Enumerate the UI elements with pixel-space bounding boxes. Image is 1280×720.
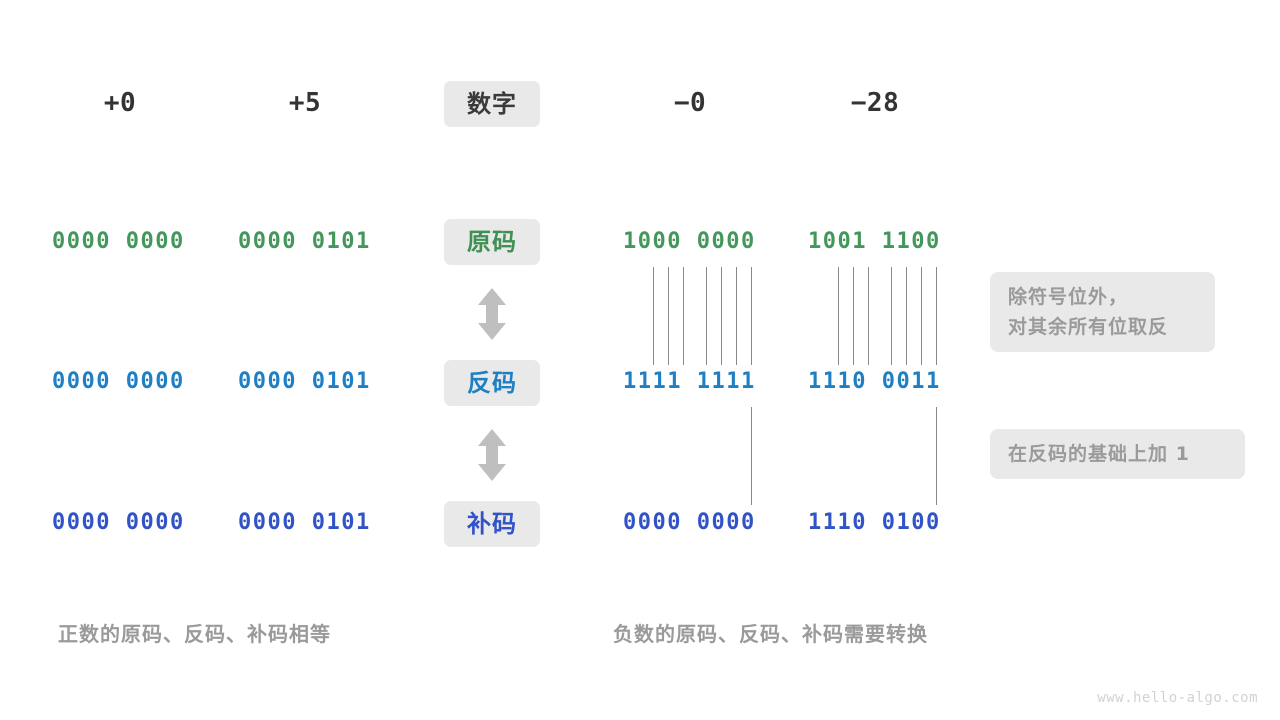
ones-complement-plus-five: 0000 0101 <box>238 369 371 394</box>
connector-line <box>868 267 869 365</box>
connector-line <box>891 267 892 365</box>
header-value-minus-zero: −0 <box>673 88 707 118</box>
note-invert-bits: 除符号位外， 对其余所有位取反 <box>990 272 1215 352</box>
sign-magnitude-minus-twentyeight: 1001 1100 <box>808 229 941 254</box>
connector-line <box>921 267 922 365</box>
sign-magnitude-plus-zero: 0000 0000 <box>52 229 185 254</box>
watermark: www.hello-algo.com <box>1097 690 1258 706</box>
row-badge-ones-complement: 反码 <box>444 360 540 406</box>
header-value-plus-five: +5 <box>288 88 322 118</box>
row-badge-twos-complement: 补码 <box>444 501 540 547</box>
connector-line <box>853 267 854 365</box>
sign-magnitude-plus-five: 0000 0101 <box>238 229 371 254</box>
ones-complement-minus-twentyeight: 1110 0011 <box>808 369 941 394</box>
connector-line <box>751 267 752 365</box>
connector-line <box>706 267 707 365</box>
connector-line <box>668 267 669 365</box>
connector-line <box>683 267 684 365</box>
header-value-minus-twentyeight: −28 <box>850 88 900 118</box>
connector-line <box>936 267 937 365</box>
connector-line <box>906 267 907 365</box>
header-badge-number: 数字 <box>444 81 540 127</box>
note-add-one: 在反码的基础上加 1 <box>990 429 1245 479</box>
row-badge-sign-magnitude: 原码 <box>444 219 540 265</box>
ones-complement-plus-zero: 0000 0000 <box>52 369 185 394</box>
connector-line <box>721 267 722 365</box>
caption-positive: 正数的原码、反码、补码相等 <box>58 622 331 646</box>
header-value-plus-zero: +0 <box>103 88 137 118</box>
sign-magnitude-minus-zero: 1000 0000 <box>623 229 756 254</box>
twos-complement-plus-zero: 0000 0000 <box>52 510 185 535</box>
connector-line <box>936 407 937 505</box>
twos-complement-minus-twentyeight: 1110 0100 <box>808 510 941 535</box>
connector-line <box>838 267 839 365</box>
twos-complement-plus-five: 0000 0101 <box>238 510 371 535</box>
connector-line <box>653 267 654 365</box>
ones-complement-minus-zero: 1111 1111 <box>623 369 756 394</box>
connector-line <box>751 407 752 505</box>
arrow-up-down-icon-1 <box>475 288 509 340</box>
caption-negative: 负数的原码、反码、补码需要转换 <box>613 622 928 646</box>
twos-complement-minus-zero: 0000 0000 <box>623 510 756 535</box>
arrow-up-down-icon-2 <box>475 429 509 481</box>
connector-line <box>736 267 737 365</box>
